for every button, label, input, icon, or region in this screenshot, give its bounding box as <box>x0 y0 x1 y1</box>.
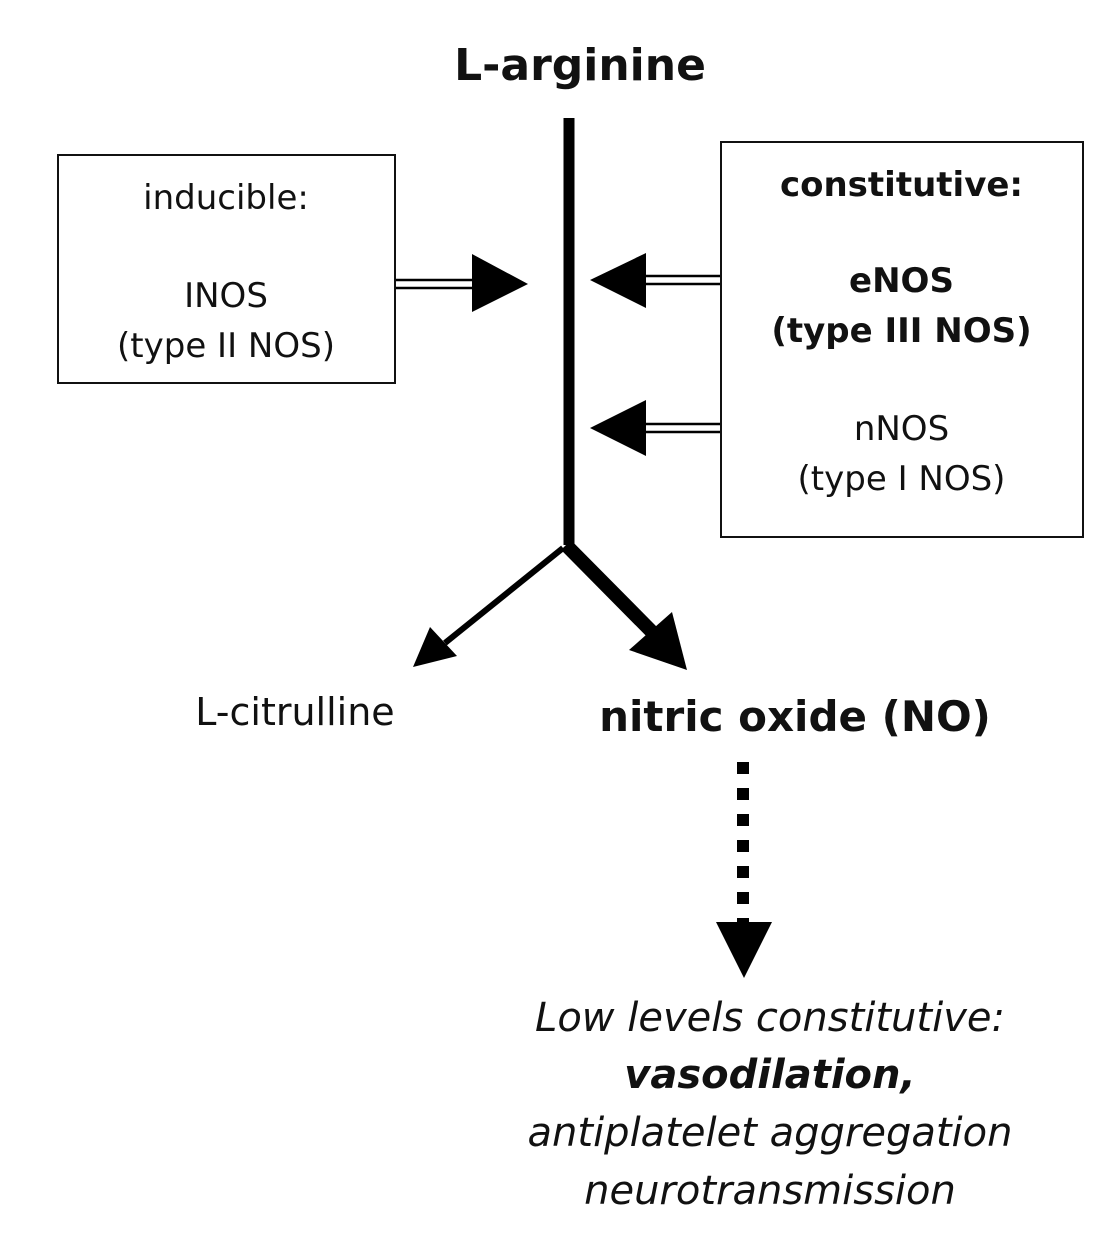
enos-label: eNOS <box>849 261 954 301</box>
nnos-label: nNOS <box>853 409 950 449</box>
effects-dotted-arrow <box>716 762 772 978</box>
no-arrow <box>561 540 687 670</box>
l-arginine-label: L-arginine <box>454 40 706 91</box>
l-citrulline-label: L-citrulline <box>195 690 395 734</box>
inos-arrow <box>395 254 528 312</box>
nitric-oxide-label: nitric oxide (NO) <box>599 692 991 741</box>
effects-line-1: Low levels constitutive: <box>535 995 1005 1041</box>
effects-line-3: antiplatelet aggregation <box>527 1110 1013 1156</box>
citrulline-arrow <box>413 545 565 667</box>
nnos-arrow <box>590 400 722 456</box>
constitutive-box: constitutive: eNOS (type III NOS) nNOS (… <box>720 141 1084 538</box>
effects-line-4: neurotransmission <box>584 1168 956 1214</box>
inducible-heading: inducible: <box>143 178 309 218</box>
constitutive-heading: constitutive: <box>779 165 1024 205</box>
inos-type: (type II NOS) <box>117 326 335 366</box>
enos-type: (type III NOS) <box>771 311 1032 351</box>
nnos-type: (type I NOS) <box>797 459 1006 499</box>
inos-label: INOS <box>184 276 268 316</box>
enos-arrow <box>590 253 722 308</box>
inducible-box: inducible: INOS (type II NOS) <box>57 154 396 384</box>
effects-line-2: vasodilation, <box>624 1052 916 1098</box>
